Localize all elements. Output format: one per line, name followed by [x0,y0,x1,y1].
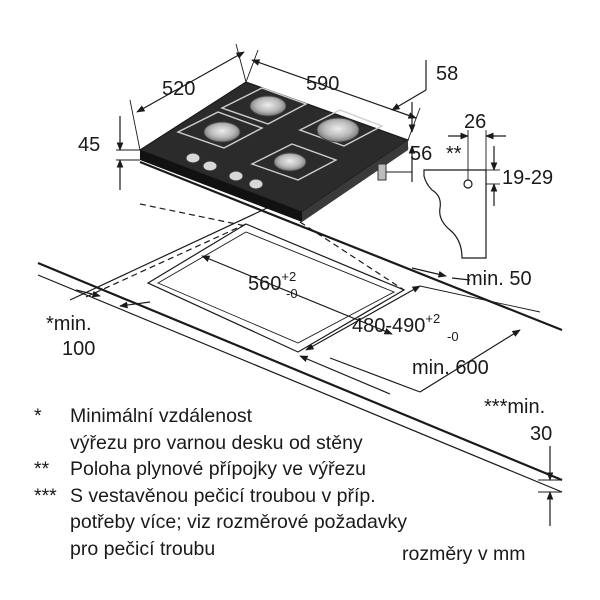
footnote-gas-connection: ** Poloha plynové přípojky ve výřezu [34,456,474,483]
cutout-width-tol-plus: +2 [281,269,296,284]
dim-cutout-width: 560+2 [248,269,296,295]
dim-below-clearance-value: 30 [530,423,552,445]
dim-cutout-depth: 480-490+2 [352,311,440,337]
dim-back-clearance: min. 50 [466,268,532,290]
footnote-marker: * [34,405,42,427]
gas-pipe-icon [377,163,387,181]
dim-connection-range: 19-29 [502,167,553,189]
control-knobs [185,152,264,190]
footnote-text: Poloha plynové přípojky ve výřezu [70,456,474,483]
footnote-marker: ** [34,458,50,480]
gas-connection-detail [423,130,506,259]
footnote-text: S vestavěnou pečicí troubou v příp. potř… [70,483,474,563]
footnote-text: Minimální vzdálenost výřezu pro varnou d… [70,403,474,456]
burner-back-right-icon [316,117,360,143]
burner-back-left-icon [249,95,287,117]
footnote-oven: *** S vestavěnou pečicí troubou v příp. … [34,483,474,563]
footnote-line: pro pečicí troubu [70,537,216,560]
dim-gas-offset: 56 [410,143,432,165]
footnote-line: Poloha plynové přípojky ve výřezu [70,458,366,480]
control-knob-icon [228,170,244,182]
units-label: rozměry v mm [402,543,526,565]
dim-hob-height: 45 [78,134,100,156]
hob-dimensions [116,43,427,190]
burner-front-left-icon [203,121,241,143]
cutout-depth-tol-minus: -0 [447,329,459,344]
cutout-dimensions [75,255,562,526]
control-knob-icon [248,178,264,190]
control-knob-icon [185,152,201,164]
cutout-width-tol-minus: -0 [286,286,298,301]
pan-support-front-left [176,111,264,149]
footnote-wall-distance: * Minimální vzdálenost výřezu pro varnou… [34,403,474,456]
dim-below-clearance-label: ***min. [484,396,545,418]
footnote-line: Minimální vzdálenost [70,405,253,427]
dim-hob-width: 520 [162,78,195,100]
dim-connection-width: 26 [464,111,486,133]
footnotes: * Minimální vzdálenost výřezu pro varnou… [34,403,474,562]
footnote-marker: *** [34,484,57,507]
burner-front-right-icon [273,152,307,172]
dim-wall-clearance-value: 100 [62,338,95,360]
footnote-line: výřezu pro varnou desku od stěny [70,431,363,454]
cutout-width-base: 560 [248,273,281,295]
footnote-line: S vestavěnou pečicí troubou v příp. [70,484,376,507]
hob [138,81,410,222]
dim-top-offset: 58 [436,63,458,85]
gas-connector-icon [463,179,473,189]
pan-support-front-right [250,143,338,181]
footnote-line: potřeby více; viz rozměrové požadavky [70,511,408,533]
control-knob-icon [202,160,218,172]
cutout-depth-base: 480-490 [352,315,425,337]
dim-hob-depth: 590 [306,73,339,95]
dim-wall-clearance-label: *min. [46,313,92,335]
connection-note-mark: ** [446,143,462,165]
dim-front-clearance: min. 600 [412,357,489,379]
cutout-depth-tol-plus: +2 [425,311,440,326]
